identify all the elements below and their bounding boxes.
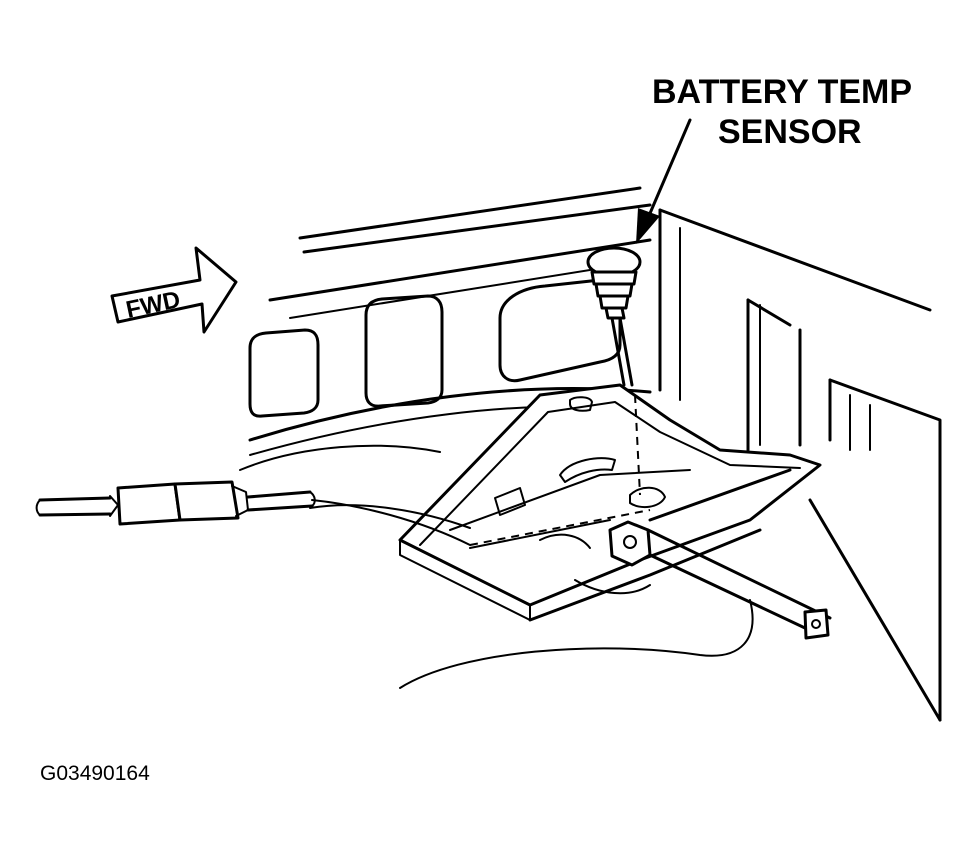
battery-temp-sensor (586, 246, 642, 387)
battery-tray (398, 383, 822, 622)
callout-label-line1: BATTERY TEMP (652, 73, 912, 111)
fender-panel (248, 186, 942, 722)
callout-arrow (636, 118, 692, 244)
floor-contours (239, 444, 754, 689)
figure-id: G03490164 (40, 762, 150, 785)
callout-label-line2: SENSOR (718, 113, 862, 151)
sensor-harness-connector (35, 480, 471, 546)
fwd-arrow-icon: FWD (110, 246, 238, 334)
tray-support-bracket (608, 468, 942, 722)
